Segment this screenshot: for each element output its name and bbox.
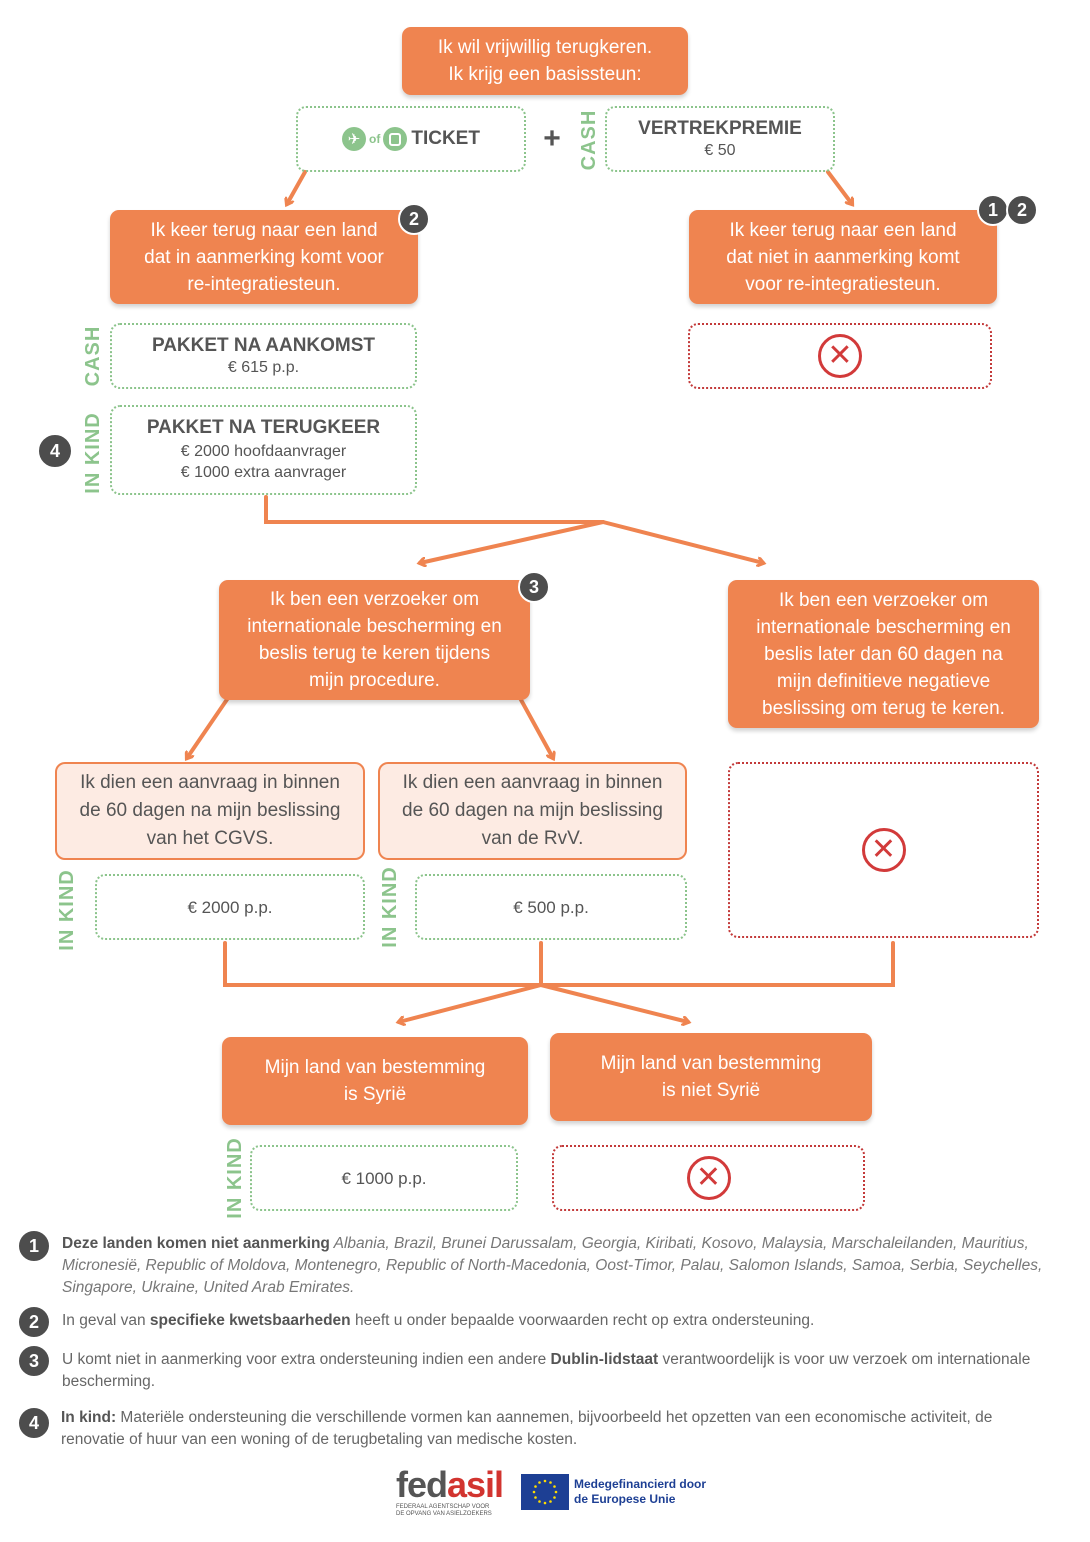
close-icon: ✕ (818, 334, 862, 378)
plus-sign: + (543, 122, 561, 155)
footnote-1: Deze landen komen niet aanmerking Albani… (62, 1235, 1043, 1296)
badge-2: 2 (398, 203, 430, 235)
footnote-badge-2: 2 (17, 1305, 51, 1339)
arrow-premie-to-right (826, 170, 852, 204)
footnote-badge-3: 3 (17, 1344, 51, 1378)
vertrekpremie-box: VERTREKPREMIE € 50 (605, 106, 835, 172)
syria-value-box: € 1000 p.p. (250, 1145, 518, 1211)
badge-3: 3 (518, 571, 550, 603)
in-kind-label-rvv: IN KIND (378, 866, 401, 948)
join-line-1 (264, 495, 605, 524)
cash-label-left: CASH (81, 325, 104, 387)
arrow-split-right (601, 520, 763, 563)
fedasil-logo: fedasil FEDERAAL AGENTSCHAP VOOR DE OPVA… (396, 1464, 504, 1518)
no-support-box: ✕ (688, 323, 992, 389)
bus-icon (383, 127, 408, 151)
arrow-to-syrie (399, 983, 543, 1022)
pakket-aankomst-box: PAKKET NA AANKOMST € 615 p.p. (110, 323, 417, 389)
plane-icon: ✈ (342, 127, 367, 151)
pakket-terugkeer-box: PAKKET NA TERUGKEER € 2000 hoofdaanvrage… (110, 405, 417, 495)
arrow-to-niet-syrie (539, 983, 688, 1022)
footnote-3: U komt niet in aanmerking voor extra ond… (62, 1351, 1031, 1390)
footnote-4: In kind: Materiële ondersteuning die ver… (61, 1409, 993, 1448)
arrow-to-cgvs (187, 696, 230, 758)
rvv-value-box: € 500 p.p. (415, 874, 687, 940)
join-line-2 (223, 941, 895, 987)
in-kind-label-left: IN KIND (81, 412, 104, 494)
footnote-2: In geval van specifieke kwetsbaarheden h… (62, 1312, 815, 1329)
arrow-split-left (420, 520, 605, 563)
eu-flag-icon (521, 1474, 569, 1510)
in-kind-label-cgvs: IN KIND (55, 869, 78, 951)
eu-cofunded-text: Medegefinancierd door de Europese Unie (574, 1477, 707, 1506)
ticket-box: ✈ of TICKET (296, 106, 526, 172)
badge-1: 1 (977, 194, 1009, 226)
in-kind-label-syria: IN KIND (223, 1137, 246, 1219)
footnote-badge-4: 4 (17, 1406, 51, 1440)
badge-4: 4 (37, 433, 73, 469)
no-support-box: ✕ (728, 762, 1039, 938)
start-box: Ik wil vrijwillig terugkeren.Ik krijg ee… (402, 27, 688, 95)
arrow-ticket-to-left (287, 170, 307, 204)
close-icon: ✕ (861, 828, 906, 872)
badge-2: 2 (1006, 194, 1038, 226)
cash-label-top: CASH (577, 109, 600, 171)
no-support-box: ✕ (552, 1145, 865, 1211)
arrow-to-rvv (518, 696, 553, 758)
footnote-badge-1: 1 (17, 1229, 51, 1263)
cgvs-value-box: € 2000 p.p. (95, 874, 365, 940)
close-icon: ✕ (686, 1156, 731, 1200)
